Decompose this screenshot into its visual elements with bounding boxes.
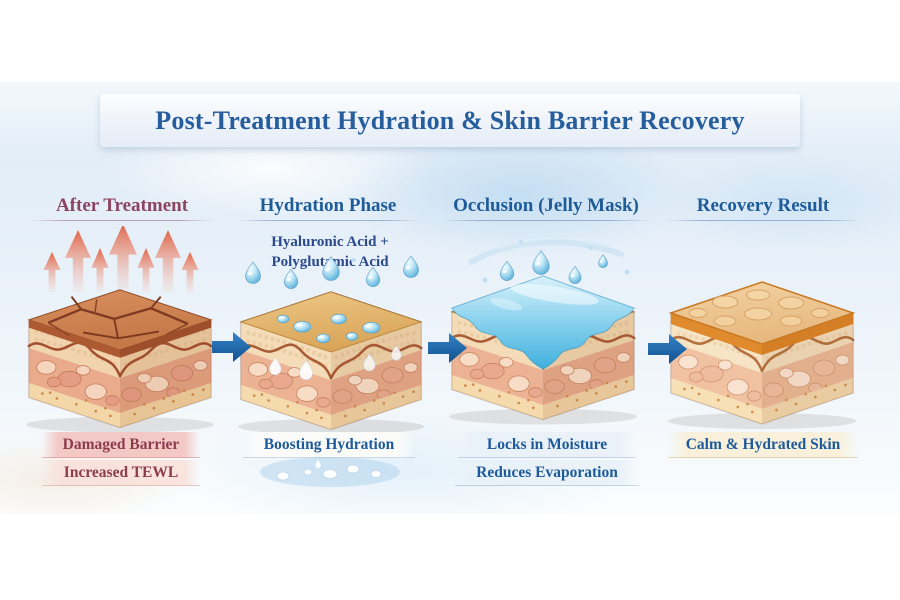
- occlusion-jelly-mask-skin-illustration: [448, 236, 638, 425]
- title-banner: Post-Treatment Hydration & Skin Barrier …: [100, 94, 800, 147]
- stage-header-label: Occlusion (Jelly Mask): [453, 195, 639, 216]
- page-title: Post-Treatment Hydration & Skin Barrier …: [155, 105, 745, 135]
- header-underline: [663, 220, 863, 221]
- label-boosting-hydration: Boosting Hydration: [243, 432, 415, 458]
- label-locks-in-moisture: Locks in Moisture: [458, 432, 636, 458]
- water-droplets-splash-icon: [468, 236, 630, 284]
- water-splash-droplets-icon: [260, 457, 400, 487]
- stage-header-label: Recovery Result: [696, 195, 830, 216]
- stage-header-recovery-result: Recovery Result: [663, 195, 863, 221]
- stage-header-occlusion: Occlusion (Jelly Mask): [440, 195, 652, 221]
- stage-header-hydration-phase: Hydration Phase: [237, 195, 419, 221]
- stage-header-after-treatment: After Treatment: [30, 195, 214, 221]
- stage-header-label: After Treatment: [55, 195, 189, 216]
- after-treatment-skin-illustration: [25, 226, 215, 433]
- header-underline: [440, 220, 652, 221]
- flow-right-arrow-icon: [648, 334, 687, 364]
- header-underline: [237, 220, 419, 221]
- stage-header-label: Hydration Phase: [259, 195, 397, 216]
- label-damaged-barrier: Damaged Barrier: [42, 432, 200, 458]
- label-calm-hydrated-skin: Calm & Hydrated Skin: [668, 432, 858, 458]
- hydration-ingredients-annotation: Hyaluronic Acid + Polyglutamic Acid: [271, 234, 389, 270]
- flow-right-arrow-icon: [212, 332, 251, 362]
- recovery-result-skin-illustration: [667, 281, 857, 429]
- label-increased-tewl: Increased TEWL: [42, 460, 200, 486]
- hydration-phase-skin-illustration: [237, 255, 425, 434]
- header-underline: [30, 220, 214, 221]
- flow-right-arrow-icon: [428, 333, 467, 363]
- label-reduces-evaporation: Reduces Evaporation: [455, 460, 639, 486]
- water-droplets-icon: [245, 255, 419, 289]
- tewl-up-arrows-icon: [43, 226, 199, 292]
